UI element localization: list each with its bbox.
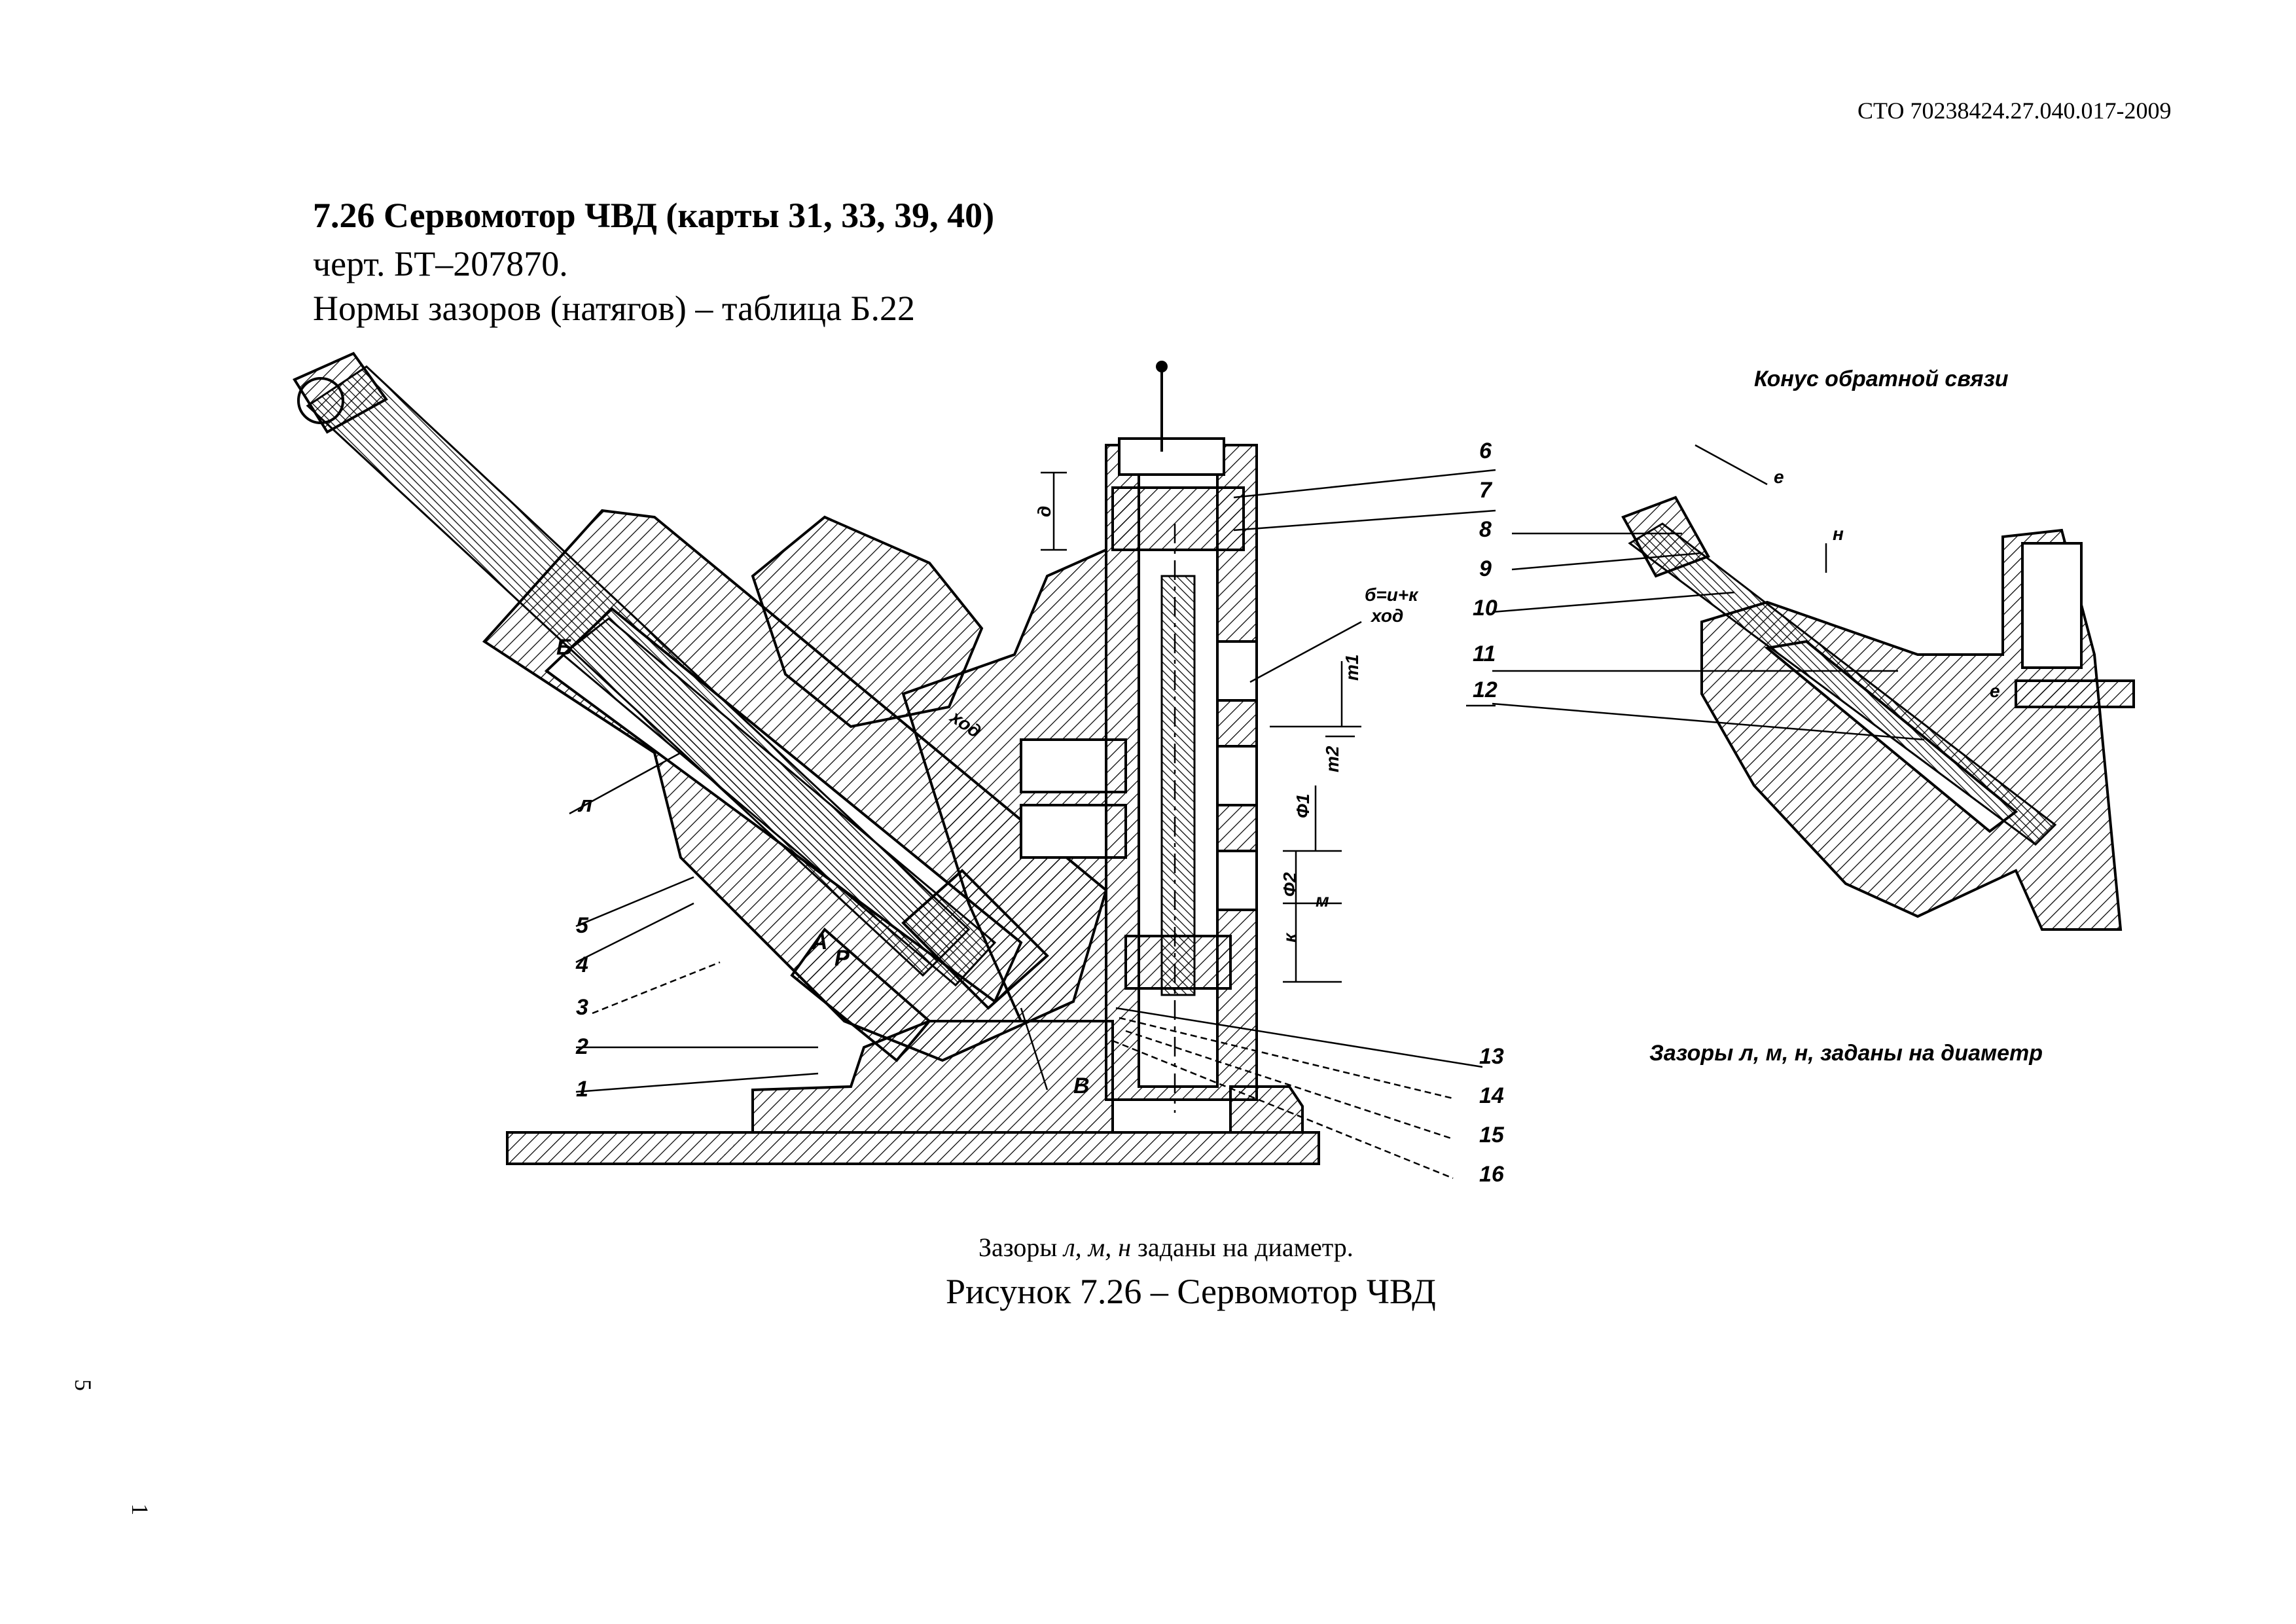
margin-mark: 1	[127, 1504, 153, 1515]
callout-6: 6	[1479, 439, 1492, 463]
gap-formula: б=и+к	[1365, 585, 1419, 605]
letter-d: д	[1034, 506, 1054, 517]
letter-e-top: е	[1774, 467, 1784, 487]
letter-k: к	[1280, 932, 1300, 943]
spool-land-1	[1216, 640, 1258, 702]
cylinder-cover-bottom	[790, 928, 931, 1062]
spool-top-cover	[1118, 437, 1225, 476]
inset-title: Конус обратной связи	[1754, 367, 2009, 391]
callout-15: 15	[1479, 1123, 1505, 1147]
spool-cap	[1111, 486, 1245, 551]
inset-tower	[2021, 542, 2083, 669]
callout-11: 11	[1473, 641, 1496, 666]
callout-9: 9	[1479, 556, 1492, 581]
letter-n: н	[1833, 524, 1844, 544]
letter-b: Б	[556, 635, 572, 660]
letter-e-right: е	[1990, 681, 2000, 701]
caption-note: Зазоры л, м, н заданы на диаметр.	[978, 1233, 1354, 1262]
callout-8: 8	[1479, 517, 1492, 542]
callout-3: 3	[576, 995, 588, 1020]
caption-note-vars: л, м, н	[1064, 1233, 1132, 1262]
spool	[1160, 575, 1196, 996]
callout-14: 14	[1479, 1083, 1504, 1108]
m1-label: m1	[1342, 655, 1362, 681]
callout-5: 5	[576, 913, 589, 938]
inset-note: Зазоры л, м, н, заданы на диаметр	[1649, 1041, 2043, 1066]
stroke2-label: ход	[1370, 605, 1403, 626]
phi1-label: Ф1	[1293, 794, 1313, 818]
letter-m: м	[1316, 890, 1329, 911]
callout-7: 7	[1479, 478, 1493, 503]
callout-4: 4	[575, 952, 588, 977]
margin-mark: 5	[70, 1379, 96, 1391]
drawing-reference: черт. БТ–207870.	[313, 244, 568, 283]
callout-2: 2	[575, 1034, 588, 1059]
spool-stem-tip	[1156, 361, 1168, 372]
callout-1: 1	[576, 1077, 588, 1102]
inset-side-bolt	[2015, 679, 2135, 708]
m2-label: m2	[1322, 746, 1342, 772]
letter-l: л	[577, 792, 592, 817]
spool-bottom	[1124, 935, 1232, 990]
phi2-label: Ф2	[1280, 872, 1300, 897]
document-code: СТО 70238424.27.040.017-2009	[1857, 98, 2172, 124]
callout-13: 13	[1479, 1044, 1504, 1069]
callout-10: 10	[1473, 596, 1498, 621]
rod-eye	[297, 377, 344, 424]
letter-v: В	[1073, 1074, 1090, 1098]
upper-valve-block	[751, 515, 984, 729]
spool-land-3	[1216, 850, 1258, 911]
base-plate	[506, 1131, 1320, 1165]
callout-16: 16	[1479, 1162, 1505, 1187]
figure-caption: Рисунок 7.26 – Сервомотор ЧВД	[946, 1272, 1436, 1311]
inset-rod-end	[1621, 496, 1710, 578]
section-title: 7.26 Сервомотор ЧВД (карты 31, 33, 39, 4…	[313, 196, 995, 235]
norms-reference: Нормы зазоров (натягов) – таблица Б.22	[313, 289, 915, 328]
letter-r: Р	[834, 946, 850, 971]
letter-a: А	[811, 929, 828, 954]
callout-12: 12	[1473, 677, 1498, 702]
spool-land-2	[1216, 745, 1258, 806]
